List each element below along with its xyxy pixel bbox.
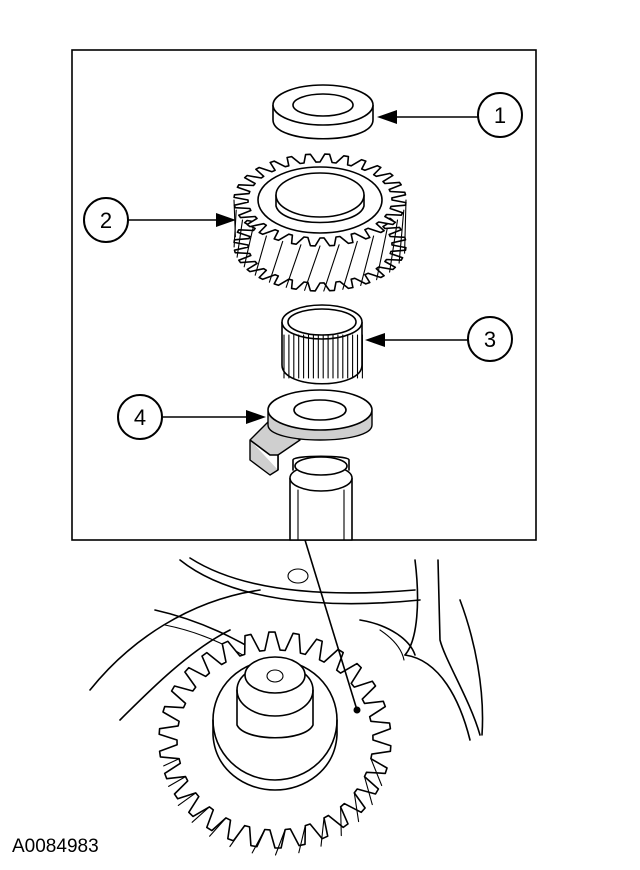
callout-3: 3 (365, 316, 513, 362)
transmission-housing-icon (89, 557, 484, 741)
needle-bearing-icon (281, 304, 363, 385)
callout-1: 1 (377, 92, 523, 138)
callout-1-label: 1 (494, 103, 506, 128)
thrust-washer-icon (272, 84, 374, 140)
installed-gear-icon (158, 631, 392, 856)
callout-3-label: 3 (484, 327, 496, 352)
callout-2-label: 2 (100, 208, 112, 233)
callout-2: 2 (83, 197, 236, 243)
tabbed-thrust-washer-icon (249, 389, 373, 476)
callout-4-label: 4 (134, 405, 146, 430)
figure-id-label: A0084983 (12, 836, 99, 857)
shaft-icon (289, 455, 353, 541)
callout-4: 4 (117, 394, 266, 440)
helical-gear-icon (233, 153, 407, 292)
install-leader-line (304, 539, 358, 711)
